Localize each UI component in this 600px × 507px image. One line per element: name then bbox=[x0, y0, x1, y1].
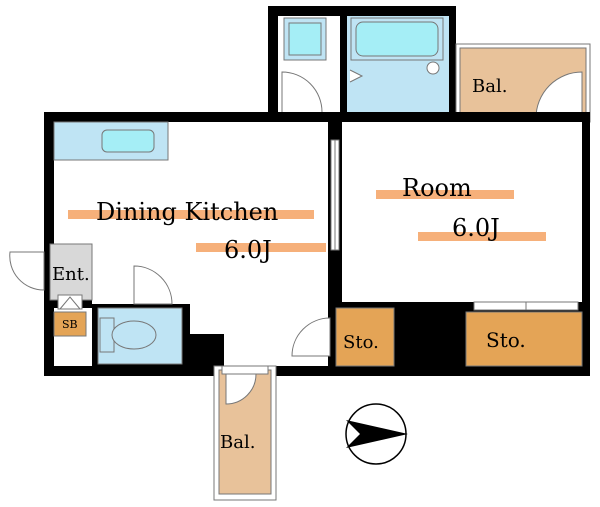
washbasin-icon bbox=[283, 17, 327, 61]
toilet-icon bbox=[99, 317, 157, 353]
bath-door bbox=[349, 69, 364, 83]
balcony-bottom: Bal. bbox=[213, 365, 277, 501]
bathtub-icon bbox=[350, 17, 444, 75]
bath-block bbox=[268, 6, 456, 118]
entrance-label: Ent. bbox=[52, 264, 90, 285]
balcony-top: Bal. bbox=[455, 43, 591, 123]
wall-stub bbox=[190, 334, 224, 366]
entrance: Ent. bbox=[9, 243, 93, 310]
dining-kitchen-size-bar bbox=[196, 243, 326, 252]
dining-kitchen-label: Dining Kitchen bbox=[96, 198, 278, 226]
storage-center: Sto. bbox=[291, 307, 395, 367]
shoe-box-label: SB bbox=[62, 318, 78, 331]
balcony-top-door bbox=[535, 71, 583, 119]
room-label: Room bbox=[402, 174, 472, 202]
room-size: 6.0J bbox=[452, 214, 500, 242]
washroom-door bbox=[281, 71, 323, 113]
balcony-top-label: Bal. bbox=[472, 76, 507, 97]
toilet-door bbox=[133, 265, 173, 305]
entrance-door bbox=[9, 251, 45, 291]
balcony-bottom-label: Bal. bbox=[220, 432, 255, 453]
room-name-bar bbox=[376, 190, 514, 199]
storage-center-door bbox=[291, 317, 331, 357]
dining-kitchen-name-bar bbox=[68, 210, 314, 219]
sliding-door-partition bbox=[328, 122, 342, 302]
storage-right: Sto. bbox=[465, 301, 583, 367]
kitchen-counter-icon bbox=[53, 121, 169, 161]
storage-right-label: Sto. bbox=[486, 328, 526, 352]
storage-center-label: Sto. bbox=[343, 332, 379, 353]
shoe-box: SB bbox=[53, 311, 87, 337]
room-size-bar bbox=[418, 232, 546, 241]
balcony-bottom-door bbox=[225, 373, 257, 405]
north-arrow-icon bbox=[345, 403, 408, 465]
toilet-room bbox=[92, 265, 190, 366]
dining-kitchen-size: 6.0J bbox=[224, 236, 272, 264]
room-floor bbox=[342, 122, 582, 302]
